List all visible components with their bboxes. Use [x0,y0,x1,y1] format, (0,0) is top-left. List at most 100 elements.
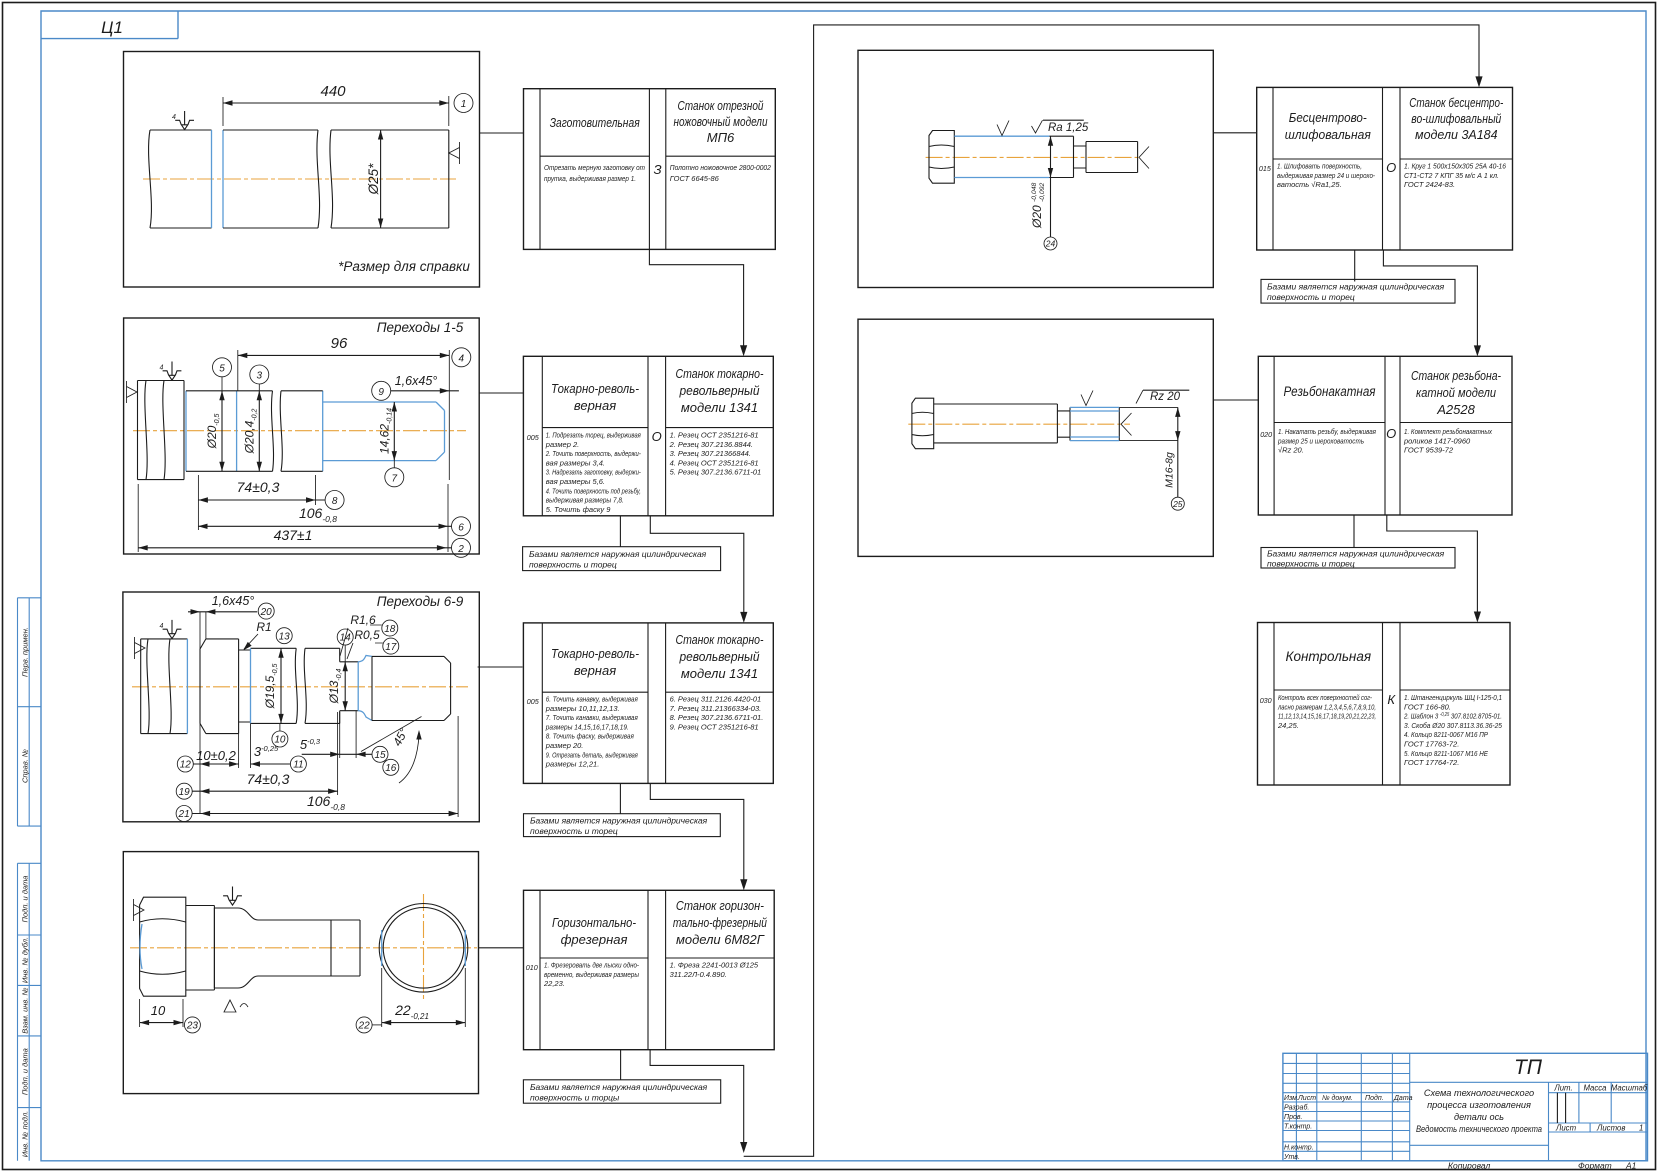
svg-text:ватость √Ra1,25.: ватость √Ra1,25. [1277,180,1342,189]
svg-text:2. Резец 307.2136.8844.: 2. Резец 307.2136.8844. [669,440,753,449]
svg-text:Станок горизон-: Станок горизон- [676,898,765,913]
svg-text:9: 9 [378,387,384,398]
svg-text:Изм.: Изм. [1284,1095,1299,1102]
svg-text:детали ось: детали ось [1454,1112,1504,1122]
svg-text:1. Фреза 2241-0013 Ø125: 1. Фреза 2241-0013 Ø125 [670,961,759,970]
svg-text:1. Резец ОСТ 2351216-81: 1. Резец ОСТ 2351216-81 [670,431,759,440]
svg-text:фрезерная: фрезерная [561,932,628,947]
svg-text:8. Точить фаску, выдерживая: 8. Точить фаску, выдерживая [546,732,634,741]
svg-text:вая размеры 3,4.: вая размеры 3,4. [546,458,605,467]
svg-text:10: 10 [151,1003,166,1018]
svg-text:Заготовительная: Заготовительная [550,115,640,130]
svg-text:Горизонтально-: Горизонтально- [552,915,637,930]
svg-text:модели 3А184: модели 3А184 [1415,128,1498,142]
svg-text:5. Точить фаску 9: 5. Точить фаску 9 [546,505,611,514]
svg-text:11,12,13,14,15,16,17,18,19,20,: 11,12,13,14,15,16,17,18,19,20,21,22,23, [1278,712,1376,721]
svg-text:015: 015 [1259,164,1272,173]
svg-text:1: 1 [461,99,467,110]
svg-text:Листов: Листов [1596,1124,1625,1133]
svg-text:005: 005 [527,433,540,442]
svg-text:во-шлифовальный: во-шлифовальный [1411,112,1501,126]
svg-text:Дата: Дата [1393,1095,1413,1102]
svg-text:выдерживая размеры 7,8.: выдерживая размеры 7,8. [546,496,624,505]
svg-text:размер 20.: размер 20. [545,741,584,750]
svg-text:3: 3 [257,371,263,382]
svg-text:М16-8g: М16-8g [1164,452,1176,488]
svg-text:74±0,3: 74±0,3 [247,771,290,787]
svg-text:4. Точить поверхность под резь: 4. Точить поверхность под резьбу, [546,486,641,495]
svg-text:24: 24 [1045,239,1056,249]
svg-text:1. Комплект резьбонакатных: 1. Комплект резьбонакатных [1404,427,1492,436]
svg-text:22,23.: 22,23. [543,979,565,988]
svg-text:Станок бесцентро-: Станок бесцентро- [1409,96,1503,110]
svg-text:Базами является наружная цилин: Базами является наружная цилиндрическая [529,549,707,559]
svg-text:1. Фрезеровать две лыски одно-: 1. Фрезеровать две лыски одно- [544,961,639,970]
svg-text:Утв.: Утв. [1283,1154,1300,1161]
svg-text:вая размеры 5,6.: вая размеры 5,6. [546,477,605,486]
svg-text:9. Отрезать деталь, выдерживая: 9. Отрезать деталь, выдерживая [546,750,638,759]
svg-text:17: 17 [385,642,397,653]
svg-text:№ докум.: № докум. [1322,1094,1353,1102]
svg-text:роликов 1417-0960: роликов 1417-0960 [1403,436,1471,445]
svg-text:поверхность и торцы: поверхность и торцы [530,1092,620,1102]
svg-text:1: 1 [1639,1124,1643,1133]
svg-text:6. Точить канавку, выдерживая: 6. Точить канавку, выдерживая [546,695,638,704]
svg-text:О: О [1386,426,1396,441]
svg-text:R1: R1 [256,620,271,634]
svg-text:Лист: Лист [1555,1124,1577,1133]
svg-text:Полотно ножовочное 2800-0002: Полотно ножовочное 2800-0002 [670,163,772,172]
svg-text:модели 1341: модели 1341 [681,666,758,681]
svg-text:√Rz 20.: √Rz 20. [1278,446,1304,455]
svg-text:катной модели: катной модели [1416,385,1496,400]
svg-text:4: 4 [459,353,465,364]
svg-text:поверхность и торец: поверхность и торец [530,826,618,836]
svg-text:12: 12 [180,760,192,771]
svg-text:Переходы 1-5: Переходы 1-5 [377,320,464,335]
svg-text:10: 10 [274,735,286,746]
svg-text:Перв. примен.: Перв. примен. [21,627,30,677]
svg-text:1. Шлифовать поверхность,: 1. Шлифовать поверхность, [1277,162,1362,171]
svg-text:Т.контр.: Т.контр. [1284,1124,1312,1131]
svg-text:1. Круг 1 500х150х305 25А 40-1: 1. Круг 1 500х150х305 25А 40-16 [1404,162,1507,171]
svg-text:Ra 1,25: Ra 1,25 [1048,122,1089,134]
svg-text:2. Точить поверхность, выдержи: 2. Точить поверхность, выдержи- [545,449,641,458]
svg-text:19: 19 [179,787,191,798]
svg-text:010: 010 [526,963,538,972]
svg-text:2: 2 [457,544,464,555]
svg-text:4. Кольцо 8211-0067 М16 ПР: 4. Кольцо 8211-0067 М16 ПР [1404,730,1488,739]
svg-text:7. Резец 311.21366334-03.: 7. Резец 311.21366334-03. [670,704,762,713]
svg-text:Н.контр.: Н.контр. [1284,1145,1314,1152]
svg-text:Базами является наружная цилин: Базами является наружная цилиндрическая [530,1082,708,1092]
svg-text:Rz 20: Rz 20 [1150,391,1181,403]
svg-text:револьверный: револьверный [679,649,760,664]
svg-text:ГОСТ 9539-72: ГОСТ 9539-72 [1404,446,1454,455]
svg-text:6: 6 [458,522,464,533]
svg-text:МП6: МП6 [707,130,735,145]
svg-text:ГОСТ 166-80.: ГОСТ 166-80. [1404,702,1451,711]
svg-text:ГОСТ 17763-72.: ГОСТ 17763-72. [1404,740,1459,749]
svg-text:Токарно-револь-: Токарно-револь- [551,646,640,661]
svg-text:поверхность и торец: поверхность и торец [1267,292,1355,302]
svg-text:Станок резьбона-: Станок резьбона- [1411,368,1502,383]
svg-text:ласно размерам 1,2,3,4,5,6,7,8: ласно размерам 1,2,3,4,5,6,7,8,9,10, [1277,702,1376,711]
svg-text:R0,5: R0,5 [354,628,380,642]
svg-text:96: 96 [331,335,348,352]
svg-text:Станок токарно-: Станок токарно- [676,366,765,381]
svg-text:9. Резец ОСТ 2351216-81: 9. Резец ОСТ 2351216-81 [670,722,759,731]
svg-text:Станок токарно-: Станок токарно- [676,632,765,647]
svg-text:4. Резец ОСТ 2351216-81: 4. Резец ОСТ 2351216-81 [670,458,759,467]
svg-text:-0,048: -0,048 [1031,183,1038,202]
svg-text:Ø25*: Ø25* [366,163,381,196]
svg-text:Ц1: Ц1 [101,18,123,37]
svg-text:5. Кольцо 8211-1067 М16 НЕ: 5. Кольцо 8211-1067 М16 НЕ [1404,749,1489,758]
svg-text:Взам. инв. №: Взам. инв. № [21,987,30,1033]
svg-text:Масса: Масса [1583,1084,1607,1093]
svg-text:24,25.: 24,25. [1277,721,1299,730]
svg-text:Ведомость технического проекта: Ведомость технического проекта [1416,1124,1542,1134]
svg-text:ГОСТ 6645-86: ГОСТ 6645-86 [670,174,720,183]
svg-text:8. Резец 307.2136.6711-01.: 8. Резец 307.2136.6711-01. [670,713,764,722]
svg-text:Подп. и дата: Подп. и дата [21,876,30,923]
svg-text:модели 1341: модели 1341 [681,400,758,415]
svg-text:прутка, выдерживая размер 1.: прутка, выдерживая размер 1. [544,174,636,183]
svg-text:Переходы 6-9: Переходы 6-9 [377,594,464,609]
